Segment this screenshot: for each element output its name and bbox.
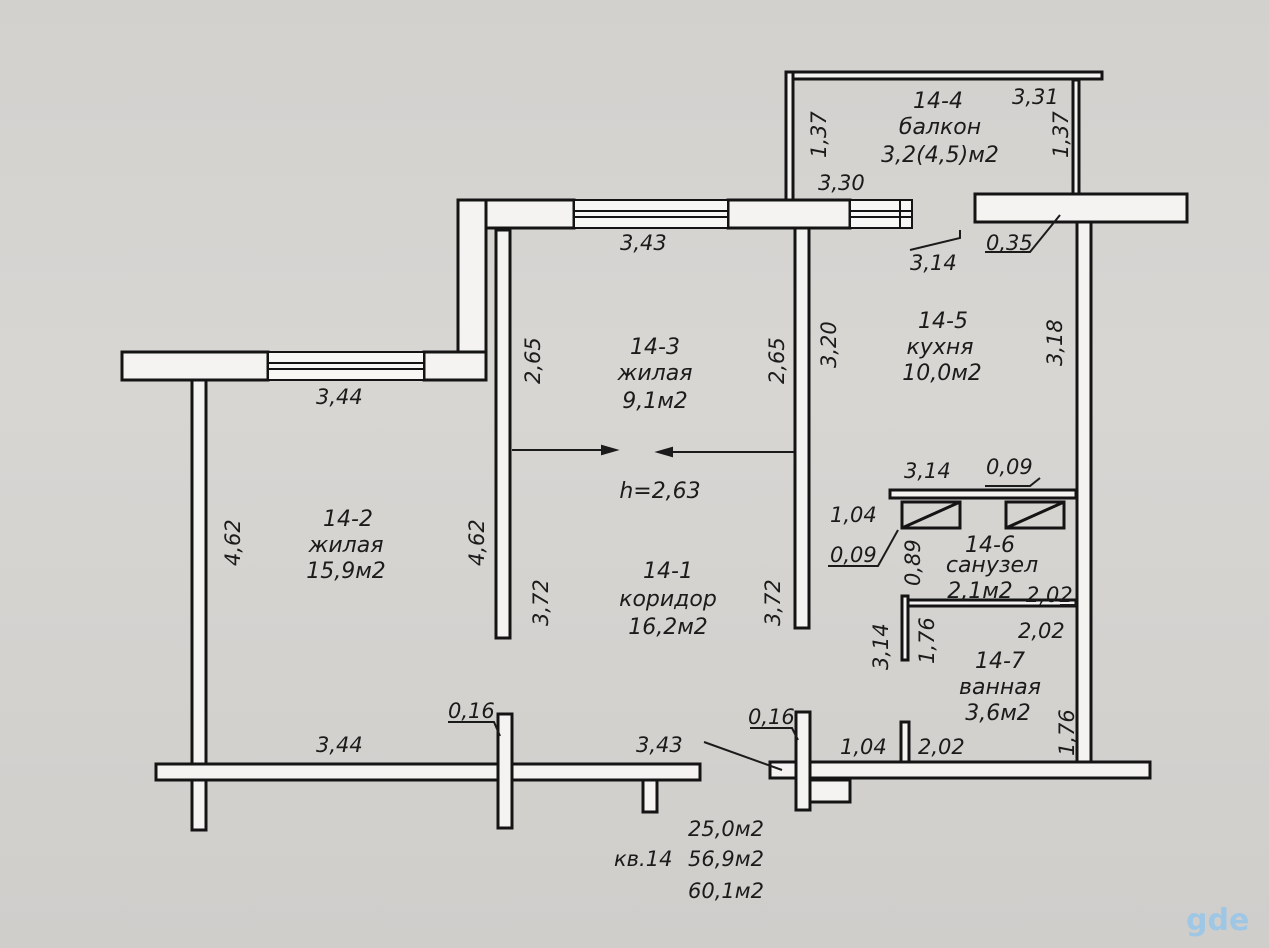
dim-1-04-b: 1,04 bbox=[840, 735, 887, 759]
stub-6 bbox=[899, 720, 911, 764]
dim-2-65-b: 2,65 bbox=[765, 337, 789, 384]
room-14-5-area: 10,0м2 bbox=[902, 361, 982, 386]
wall-left-top-b bbox=[422, 350, 488, 382]
window-top-right bbox=[849, 199, 913, 229]
total-area: 56,9м2 bbox=[688, 847, 764, 871]
dim-3-14-b: 3,14 bbox=[904, 459, 951, 483]
room-14-2-name: жилая bbox=[308, 533, 384, 558]
stub-2 bbox=[496, 712, 514, 830]
dim-3-72-b: 3,72 bbox=[761, 579, 785, 626]
partition-b bbox=[793, 226, 811, 630]
stub-3 bbox=[641, 778, 659, 814]
balcony-rail-right bbox=[1071, 78, 1081, 196]
total-living: 25,0м2 bbox=[688, 817, 764, 841]
dim-1-37-left: 1,37 bbox=[807, 111, 831, 158]
stub-4 bbox=[794, 710, 812, 812]
dim-3-14-a: 3,14 bbox=[910, 251, 957, 275]
stub-5 bbox=[808, 778, 852, 804]
fixture-left bbox=[900, 500, 962, 530]
dim-0-89: 0,89 bbox=[901, 539, 925, 586]
dim-4-62-left: 4,62 bbox=[221, 519, 245, 566]
room-14-2-num: 14-2 bbox=[323, 507, 373, 532]
room-14-4-num: 14-4 bbox=[913, 89, 963, 114]
watermark-logo: gde bbox=[1186, 903, 1249, 938]
dim-2-02-a: 2,02 bbox=[1026, 583, 1073, 607]
ceiling-height: h=2,63 bbox=[619, 479, 700, 504]
room-14-3-num: 14-3 bbox=[630, 335, 680, 360]
dim-3-43-bottom: 3,43 bbox=[636, 733, 683, 757]
flat-number: кв.14 bbox=[614, 847, 672, 871]
dim-3-44-top: 3,44 bbox=[316, 385, 363, 409]
dim-3-14-c: 3,14 bbox=[869, 623, 893, 670]
room-14-4-area: 3,2(4,5)м2 bbox=[881, 143, 999, 168]
dim-3-43-top: 3,43 bbox=[620, 231, 667, 255]
dim-2-02-b: 2,02 bbox=[1018, 619, 1065, 643]
room-14-3-area: 9,1м2 bbox=[622, 389, 688, 414]
room-14-6-name: санузел bbox=[946, 553, 1038, 578]
dimension-labels: 3,31 1,37 1,37 3,30 3,43 3,14 0,35 3,44 … bbox=[221, 85, 1079, 759]
dim-1-37-right: 1,37 bbox=[1049, 111, 1073, 158]
area-totals: 25,0м2 кв.14 56,9м2 60,1м2 bbox=[614, 817, 764, 903]
dim-0-16-b: 0,16 bbox=[748, 705, 795, 729]
dim-4-62-right: 4,62 bbox=[465, 519, 489, 566]
dim-3-44-bottom: 3,44 bbox=[316, 733, 363, 757]
dim-2-02-c: 2,02 bbox=[918, 735, 965, 759]
room-14-1-name: коридор bbox=[619, 587, 717, 612]
bath-wall-v bbox=[900, 594, 910, 662]
window-top-left bbox=[573, 199, 729, 229]
wall-bottom-left bbox=[154, 762, 702, 782]
dim-1-04-a: 1,04 bbox=[830, 503, 877, 527]
balcony-rail-left bbox=[784, 70, 795, 202]
fixtures bbox=[900, 500, 1066, 530]
room-14-1-num: 14-1 bbox=[643, 559, 693, 584]
dim-0-09-a: 0,09 bbox=[986, 455, 1033, 479]
dim-3-31: 3,31 bbox=[1012, 85, 1059, 109]
room-14-3-name: жилая bbox=[617, 361, 693, 386]
fixture-right bbox=[1004, 500, 1066, 530]
room-14-5-name: кухня bbox=[907, 335, 974, 360]
room-14-4-name: балкон bbox=[899, 115, 981, 140]
wall-top-right bbox=[973, 192, 1189, 224]
room-14-1-area: 16,2м2 bbox=[628, 615, 708, 640]
wall-top-mid bbox=[726, 198, 852, 230]
room-14-2-area: 15,9м2 bbox=[306, 559, 386, 584]
leader-lines bbox=[448, 214, 1076, 771]
wall-right bbox=[1075, 220, 1093, 766]
dim-0-09-b: 0,09 bbox=[830, 543, 877, 567]
dim-3-20: 3,20 bbox=[817, 321, 841, 368]
room-labels: 14-4 балкон 3,2(4,5)м2 14-3 жилая 9,1м2 … bbox=[306, 89, 1041, 726]
wall-bottom-right bbox=[768, 760, 1152, 780]
room-14-6-num: 14-6 bbox=[965, 533, 1015, 558]
dim-0-35: 0,35 bbox=[986, 231, 1033, 255]
dim-1-76-b: 1,76 bbox=[1055, 709, 1079, 756]
window-left bbox=[267, 351, 425, 381]
dim-2-65-a: 2,65 bbox=[521, 337, 545, 384]
wc-wall-top bbox=[888, 488, 1078, 500]
dim-0-16-a: 0,16 bbox=[448, 699, 495, 723]
windows bbox=[267, 199, 913, 381]
wall-step-vertical bbox=[456, 198, 488, 382]
total-area-with-balcony: 60,1м2 bbox=[688, 879, 764, 903]
room-14-7-name: ванная bbox=[959, 675, 1041, 700]
room-14-6-area: 2,1м2 bbox=[947, 579, 1013, 604]
dim-1-76-a: 1,76 bbox=[915, 617, 939, 664]
wall-left-top bbox=[120, 350, 270, 382]
dim-3-18: 3,18 bbox=[1043, 319, 1067, 366]
room-14-7-area: 3,6м2 bbox=[965, 701, 1031, 726]
room-14-5-num: 14-5 bbox=[918, 309, 968, 334]
stub-1 bbox=[190, 778, 208, 832]
room-14-7-num: 14-7 bbox=[975, 649, 1025, 674]
dim-3-30: 3,30 bbox=[818, 171, 865, 195]
dim-3-72-a: 3,72 bbox=[529, 579, 553, 626]
partition-a bbox=[494, 228, 512, 640]
balcony-rail-top bbox=[784, 70, 1104, 81]
